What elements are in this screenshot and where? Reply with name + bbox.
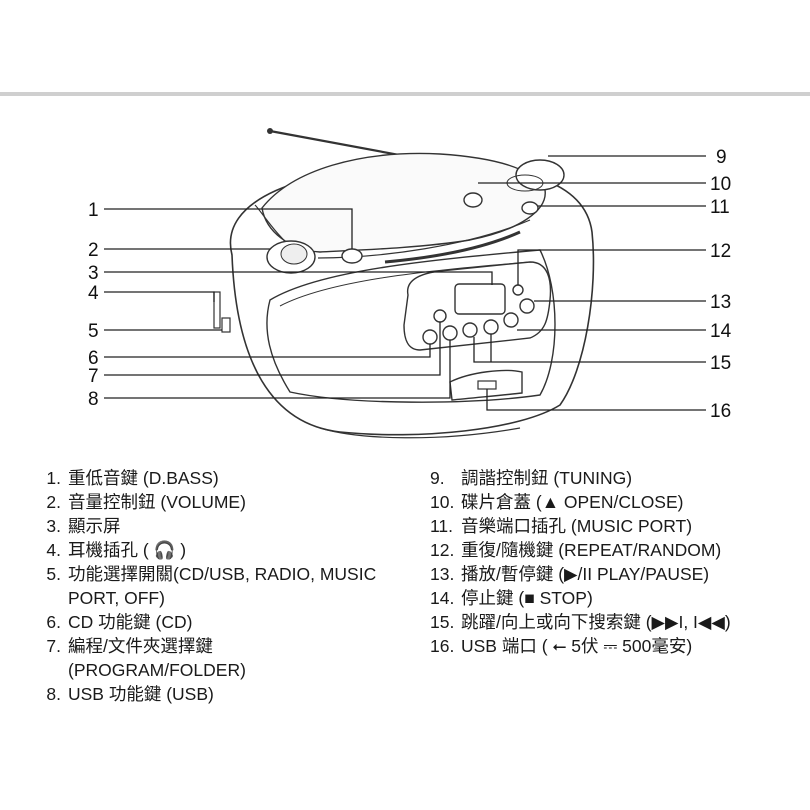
callout-5: 5 (88, 321, 99, 342)
part-item: 12.重復/隨機鍵 (REPEAT/RANDOM) (430, 540, 722, 560)
part-item: 9.調諧控制鈕 (TUNING) (430, 468, 633, 488)
part-item: 8.USB 功能鍵 (USB) (46, 684, 214, 704)
part-item: 6.CD 功能鍵 (CD) (46, 612, 193, 632)
part-item: 10.碟片倉蓋 (▲ OPEN/CLOSE) (430, 492, 684, 512)
part-item: 4.耳機插孔 ( 🎧 ) (46, 540, 187, 560)
callout-lines (104, 155, 706, 411)
callout-1: 1 (88, 200, 99, 221)
callout-8: 8 (88, 389, 99, 410)
boombox-diagram: 1 2 3 4 5 6 7 8 9 10 11 12 13 14 15 16 (88, 128, 732, 439)
callout-3: 3 (88, 263, 99, 284)
part-item: 3.顯示屏 (46, 516, 121, 536)
function-switch (221, 317, 231, 333)
callout-7: 7 (88, 366, 99, 387)
parts-list-right: 9.調諧控制鈕 (TUNING) 10.碟片倉蓋 (▲ OPEN/CLOSE) … (430, 466, 800, 658)
parts-list-left: 1.重低音鍵 (D.BASS) 2.音量控制鈕 (VOLUME) 3.顯示屏 4… (30, 466, 420, 706)
callout-4: 4 (88, 283, 99, 304)
part-item: 14.停止鍵 (■ STOP) (430, 588, 593, 608)
part-item: 13.播放/暫停鍵 (▶/II PLAY/PAUSE) (430, 564, 710, 584)
usb-button (462, 322, 478, 338)
callout-13: 13 (710, 292, 731, 313)
skip-button (483, 319, 499, 335)
callout-10: 10 (710, 174, 731, 195)
callout-12: 12 (710, 241, 731, 262)
music-port-jack (521, 201, 539, 215)
callout-2: 2 (88, 240, 99, 261)
part-item: 11.音樂端口插孔 (MUSIC PORT) (430, 516, 693, 536)
program-button (442, 325, 458, 341)
callout-9: 9 (716, 147, 727, 168)
repeat-button (512, 284, 524, 296)
dbass-button (341, 248, 363, 264)
callout-11: 11 (710, 197, 730, 218)
stop-button (503, 312, 519, 328)
callout-15: 15 (710, 353, 731, 374)
part-item: 7.編程/文件夾選擇鍵 (PROGRAM/FOLDER) (46, 636, 246, 680)
part-item: 5.功能選擇開關(CD/USB, RADIO, MUSIC PORT, OFF) (46, 564, 377, 608)
callout-6: 6 (88, 348, 99, 369)
open-close-button (463, 192, 483, 208)
top-divider (0, 92, 810, 96)
part-item: 1.重低音鍵 (D.BASS) (46, 468, 219, 488)
headphone-jack (213, 291, 221, 329)
callout-16: 16 (710, 401, 731, 422)
part-item: 15.跳躍/向上或向下搜索鍵 (▶▶I, I◀◀) (430, 612, 731, 632)
part-item: 16.USB 端口 ( ⭠ 5伏 ⎓ 500毫安) (430, 636, 693, 656)
cd-button (422, 329, 438, 345)
usb-port (477, 380, 497, 390)
part-item: 2.音量控制鈕 (VOLUME) (46, 492, 246, 512)
callout-14: 14 (710, 321, 732, 342)
play-pause-button (519, 298, 535, 314)
lcd-display (454, 283, 506, 315)
